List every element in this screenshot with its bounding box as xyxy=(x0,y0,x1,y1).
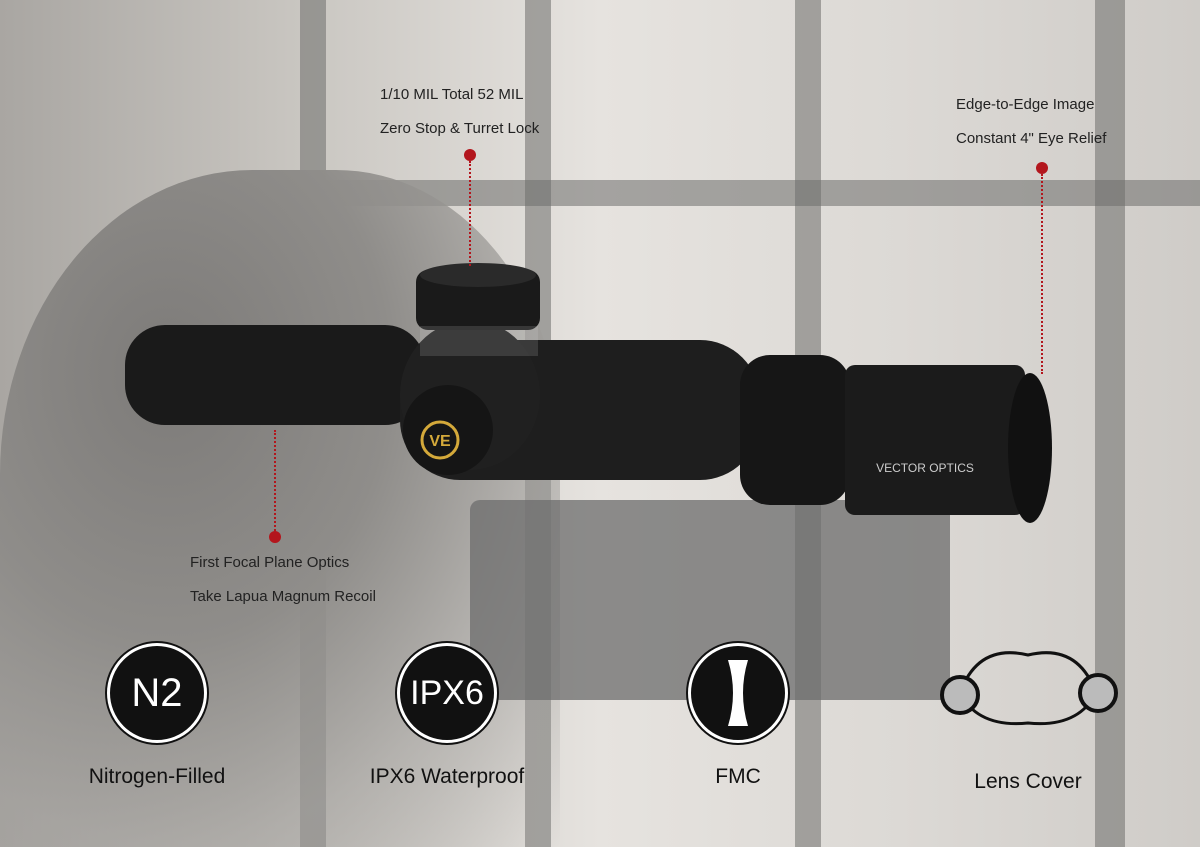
lens-coating-icon xyxy=(688,643,788,743)
feature-lens-cover: Lens Cover xyxy=(928,643,1128,794)
window-frame xyxy=(300,180,1200,206)
feature-label: FMC xyxy=(715,765,761,788)
callout-line: 1/10 MIL Total 52 MIL xyxy=(380,86,524,103)
brand-logo: VECTOR OPTICS xyxy=(876,461,974,475)
feature-waterproof: IPX6 IPX6 Waterproof xyxy=(347,643,547,789)
callout-ffp: First Focal Plane Optics Take Lapua Magn… xyxy=(190,546,376,614)
feature-label: IPX6 Waterproof xyxy=(369,765,525,788)
svg-text:VE: VE xyxy=(429,433,451,450)
feature-fmc: FMC xyxy=(638,643,838,789)
callout-line: Take Lapua Magnum Recoil xyxy=(190,588,376,605)
feature-label: Lens Cover xyxy=(974,770,1082,793)
feature-nitrogen: N2 Nitrogen-Filled xyxy=(57,643,257,789)
callout-line: Constant 4" Eye Relief xyxy=(956,130,1107,147)
callout-turret: 1/10 MIL Total 52 MIL Zero Stop & Turret… xyxy=(380,78,539,146)
lens-cover-icon xyxy=(940,651,1118,726)
feature-label: Nitrogen-Filled xyxy=(88,765,226,788)
callout-line: First Focal Plane Optics xyxy=(190,554,350,571)
callout-leader-line xyxy=(469,161,471,266)
callout-marker xyxy=(464,149,476,161)
callout-marker xyxy=(269,531,281,543)
callout-marker xyxy=(1036,162,1048,174)
nitrogen-icon: N2 xyxy=(107,643,207,743)
callout-eyepiece: Edge-to-Edge Image Constant 4" Eye Relie… xyxy=(956,88,1106,156)
callout-leader-line xyxy=(1041,174,1043,374)
waterproof-icon: IPX6 xyxy=(397,643,497,743)
callout-line: Edge-to-Edge Image xyxy=(956,96,1095,113)
callout-leader-line xyxy=(274,430,276,534)
callout-line: Zero Stop & Turret Lock xyxy=(380,120,540,137)
